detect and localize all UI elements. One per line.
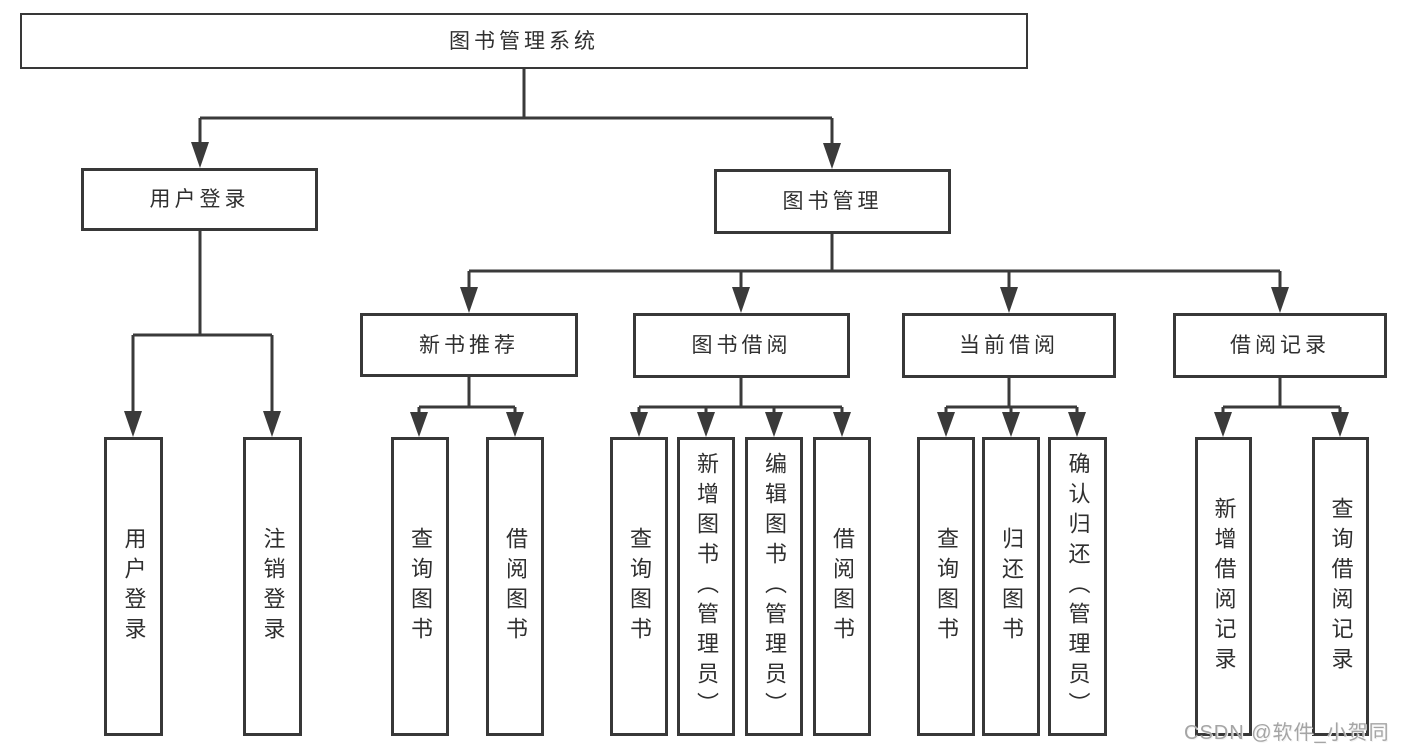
leaf-return-books-label: 归还图书 [999,526,1024,647]
node-book-management-label: 图书管理 [782,190,883,213]
leaf-user-login: 用户登录 [104,437,163,736]
node-user-login: 用户登录 [81,168,318,231]
leaf-recommend-borrow-books: 借阅图书 [486,437,544,736]
leaf-edit-books-admin: 编辑图书（管理员） [745,437,803,736]
node-book-borrow-label: 图书借阅 [691,334,792,357]
node-new-book-recommend: 新书推荐 [360,313,578,377]
node-book-management: 图书管理 [714,169,951,234]
leaf-current-query-books-label: 查询图书 [934,526,959,647]
leaf-borrow-query-books: 查询图书 [610,437,668,736]
leaf-logout-label: 注销登录 [260,526,286,647]
node-book-management-system-label: 图书管理系统 [449,29,599,53]
leaf-edit-books-admin-label: 编辑图书（管理员） [762,451,787,722]
leaf-recommend-query-books: 查询图书 [391,437,449,736]
node-book-borrow: 图书借阅 [633,313,850,378]
node-book-management-system: 图书管理系统 [20,13,1028,69]
leaf-borrow-books: 借阅图书 [813,437,871,736]
leaf-recommend-borrow-books-label: 借阅图书 [503,526,528,647]
leaf-query-borrow-record: 查询借阅记录 [1312,437,1369,736]
leaf-add-books-admin: 新增图书（管理员） [677,437,735,736]
leaf-borrow-books-label: 借阅图书 [830,526,855,647]
leaf-confirm-return-admin: 确认归还（管理员） [1048,437,1107,736]
leaf-return-books: 归还图书 [982,437,1040,736]
leaf-add-books-admin-label: 新增图书（管理员） [694,451,719,722]
leaf-add-borrow-record: 新增借阅记录 [1195,437,1252,736]
leaf-query-borrow-record-label: 查询借阅记录 [1328,496,1354,677]
leaf-logout: 注销登录 [243,437,302,736]
arrow-head-icons [124,142,1349,437]
node-current-borrow: 当前借阅 [902,313,1116,378]
leaf-user-login-label: 用户登录 [121,526,147,647]
node-borrow-records-label: 借阅记录 [1230,334,1330,357]
leaf-current-query-books: 查询图书 [917,437,975,736]
node-user-login-label: 用户登录 [149,188,250,211]
leaf-add-borrow-record-label: 新增借阅记录 [1211,496,1237,677]
node-borrow-records: 借阅记录 [1173,313,1387,378]
leaf-confirm-return-admin-label: 确认归还（管理员） [1065,451,1091,722]
csdn-watermark: CSDN @软件_小贺同学 [1184,722,1390,744]
node-current-borrow-label: 当前借阅 [959,334,1059,357]
leaf-borrow-query-books-label: 查询图书 [627,526,652,647]
node-new-book-recommend-label: 新书推荐 [419,333,519,357]
leaf-recommend-query-books-label: 查询图书 [408,526,433,647]
connector-paths [131,69,1342,416]
